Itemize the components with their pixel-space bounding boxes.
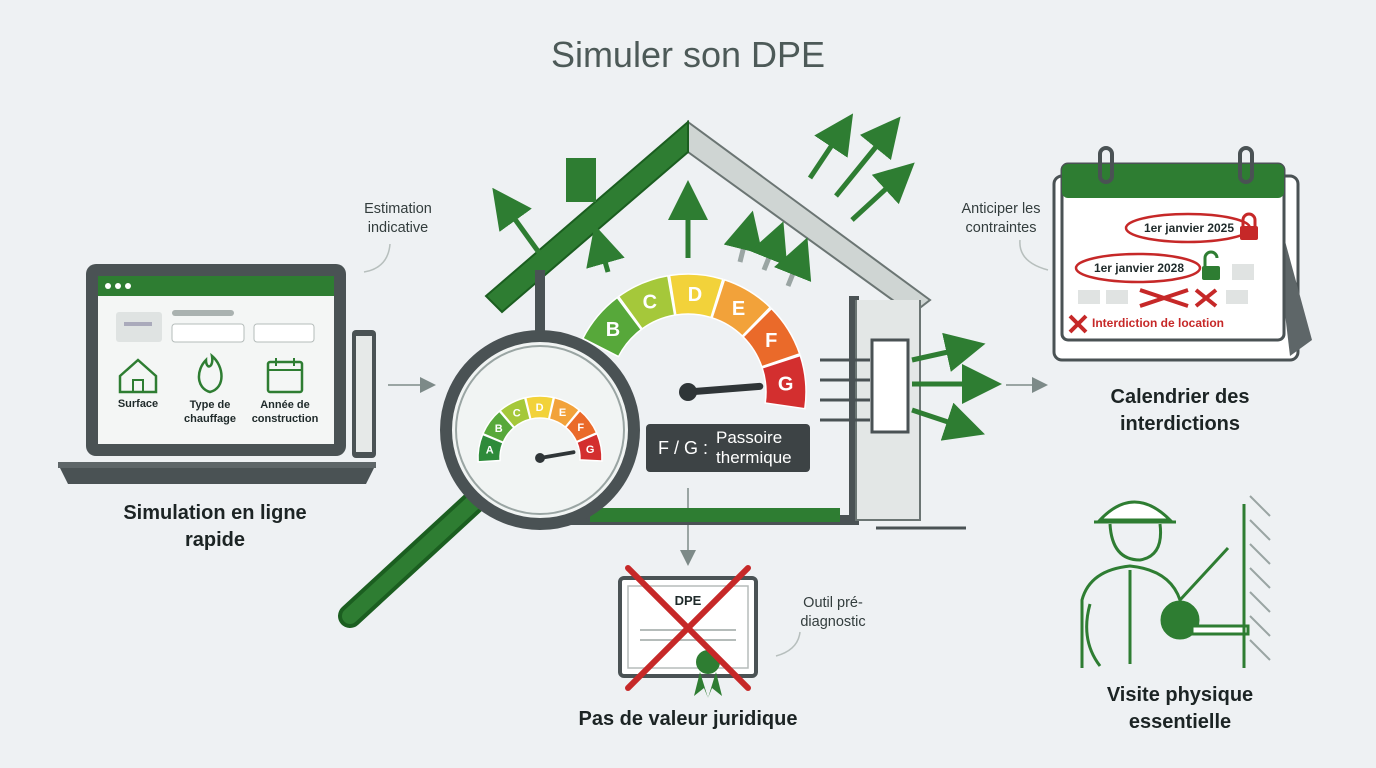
page-title: Simuler son DPE (550, 34, 826, 75)
large-gauge-label-e: E (732, 298, 745, 320)
small-gauge-segment-b (482, 410, 515, 444)
annotation-curve (1019, 239, 1049, 271)
large-gauge-label-b: B (606, 319, 620, 341)
note-prediagnostic: Outil pré-diagnostic (800, 595, 866, 630)
certificate-label: DPE (674, 593, 702, 608)
large-gauge-needle (684, 382, 764, 396)
caption-simulation: Simulation en ligne rapide (123, 502, 307, 551)
small-gauge-segment-f (564, 409, 598, 443)
heat-loss-arrows (492, 113, 1002, 441)
small-gauge-segment-e (548, 396, 581, 429)
caption-calendar: Calendrier des interdictions (1110, 386, 1250, 435)
small-gauge-needle (538, 450, 576, 460)
small-gauge-needle-hub (535, 453, 545, 463)
small-gauge-label-e: E (559, 407, 566, 419)
small-gauge-segment-g (575, 432, 603, 462)
large-gauge-segment-c (617, 274, 676, 330)
field-surface: Surface (117, 398, 159, 410)
energy-gauge-small: ABC D EFG (477, 395, 603, 463)
note-anticipate: Anticiper les contraintes (961, 201, 1041, 236)
tag-key: F / G : (658, 437, 709, 458)
passoire-tag: F / G : Passoire thermique (646, 424, 811, 472)
date-2025: 1er janvier 2025 (1143, 221, 1235, 235)
large-gauge-needle-hub (679, 383, 697, 401)
small-gauge-segment-d (524, 395, 555, 420)
annotation-curve (363, 243, 391, 273)
large-gauge-label-g: G (778, 374, 794, 396)
rental-ban: Interdiction de location (1092, 316, 1225, 330)
annotation-curve (775, 631, 801, 657)
flame-icon (197, 352, 223, 394)
magnifier-illustration (338, 330, 640, 628)
large-gauge-segment-d (668, 273, 724, 319)
large-gauge-label-c: C (643, 292, 657, 314)
small-gauge-label-b: B (495, 423, 503, 435)
caption-visit: Visite physique essentielle (1106, 684, 1254, 733)
small-gauge-segment-a (477, 433, 504, 463)
small-gauge-label-g: G (586, 444, 595, 456)
field-year: Année de construction (251, 399, 319, 425)
lock-icon (1240, 212, 1258, 240)
tag-value: Passoire thermique (716, 428, 792, 467)
energy-gauge-large: B C D EFG (581, 273, 807, 410)
house-icon (118, 358, 158, 394)
small-gauge-label-c: C (513, 407, 521, 419)
calendar-icon (266, 358, 304, 394)
field-heating: Type de chauffage (184, 399, 236, 425)
cross-mark (625, 565, 751, 691)
inspector-illustration (1080, 495, 1271, 668)
large-gauge-segment-f (742, 307, 801, 368)
small-gauge-label-d: D (536, 402, 544, 414)
small-gauge-label-a: A (486, 445, 494, 457)
large-gauge-label-f: F (765, 330, 777, 352)
calendar-illustration (1052, 146, 1312, 362)
large-gauge-segment-e (711, 278, 772, 338)
large-gauge-segment-g (761, 354, 807, 410)
large-gauge-label-d: D (688, 284, 702, 306)
laptop-illustration (58, 264, 376, 484)
date-2028: 1er janvier 2028 (1093, 261, 1185, 275)
unlock-icon (1202, 250, 1220, 280)
small-gauge-segment-c (498, 396, 532, 429)
small-gauge-label-f: F (577, 422, 584, 434)
caption-legal: Pas de valeur juridique (578, 708, 798, 730)
large-gauge-segment-b (581, 296, 643, 358)
house-illustration (484, 119, 966, 530)
note-estimation: Estimation indicative (364, 201, 432, 236)
